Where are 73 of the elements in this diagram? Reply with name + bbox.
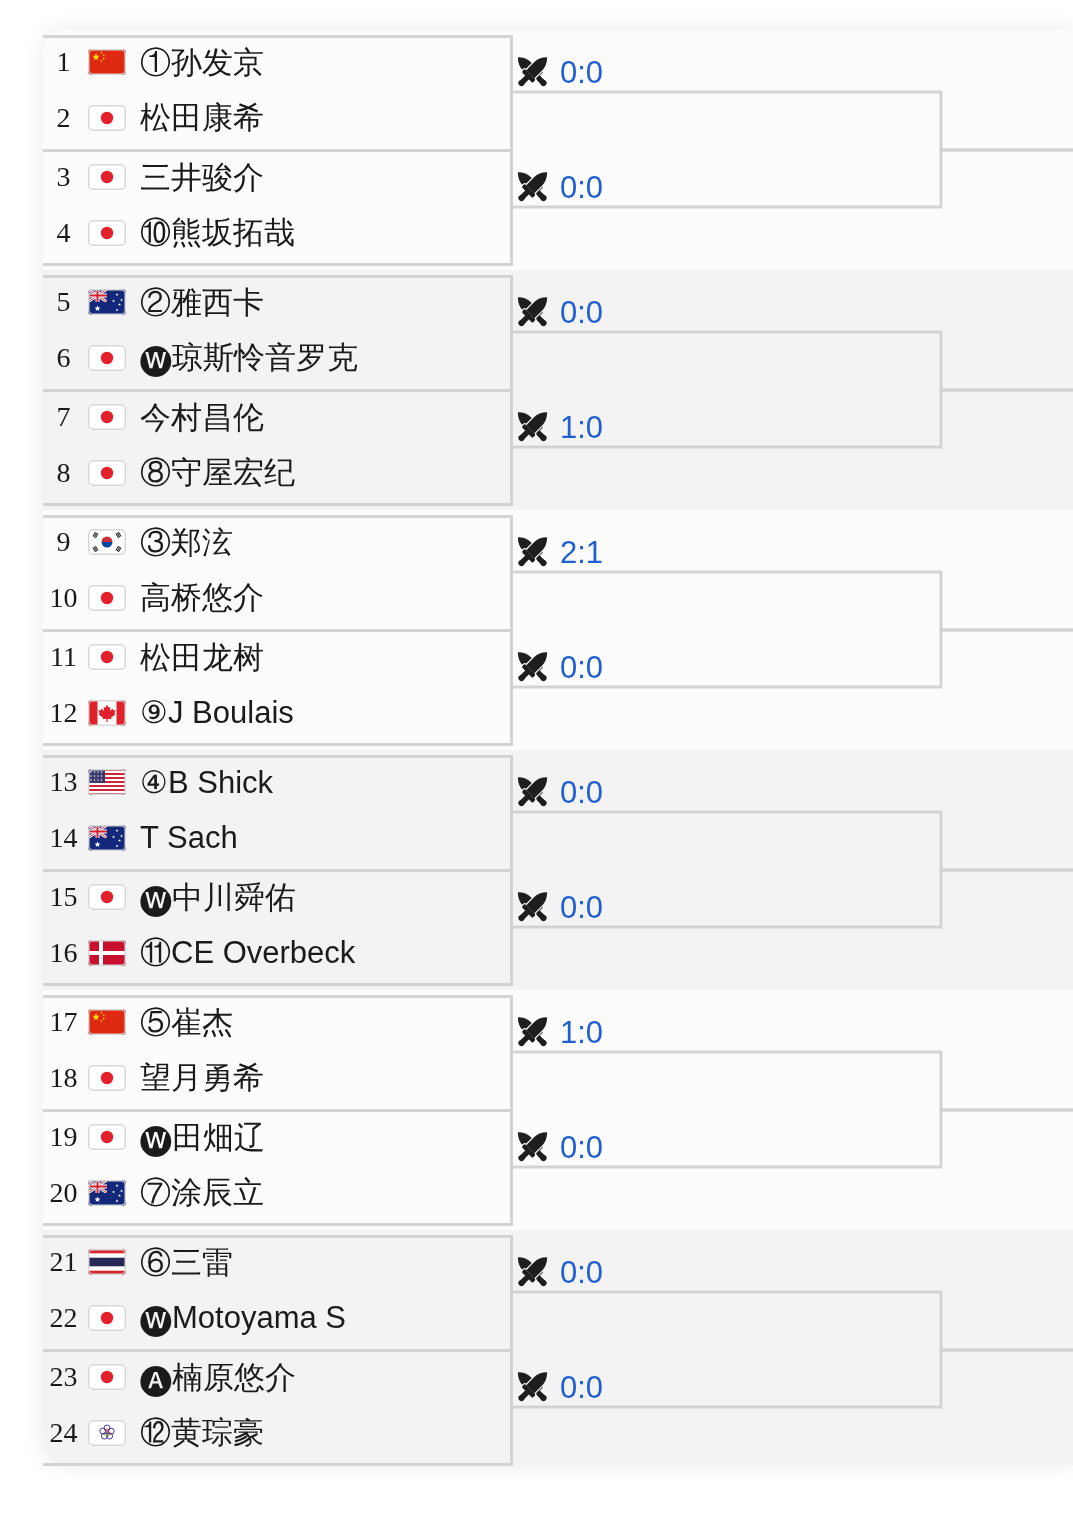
player-name: 松田康希 <box>140 102 264 133</box>
draw-number: 7 <box>55 403 72 431</box>
match-box <box>43 872 513 986</box>
draw-number: 20 <box>48 1178 79 1207</box>
head-to-head-score: 0:0 <box>560 171 604 203</box>
draw-number: 13 <box>48 768 79 796</box>
head-to-head-score: 1:0 <box>560 411 604 443</box>
head-to-head-score: 0:0 <box>560 651 604 683</box>
draw-number: 6 <box>55 343 72 372</box>
draw-number: 23 <box>48 1363 79 1391</box>
head-to-head-score: 1:0 <box>560 1016 604 1048</box>
draw-number: 3 <box>55 163 72 191</box>
match-box <box>43 152 513 266</box>
match-box <box>43 1112 513 1226</box>
bracket-line <box>513 868 1073 929</box>
head-to-head-score: 0:0 <box>560 1131 604 1163</box>
player-name: ⑫黄琮豪 <box>140 1417 264 1448</box>
player-name: ⑤崔杰 <box>140 1006 233 1038</box>
player-name: ⑩熊坂拓哉 <box>140 217 295 248</box>
head-to-head-score: 0:0 <box>560 776 604 808</box>
draw-number: 17 <box>48 1008 79 1036</box>
player-name: ②雅西卡 <box>140 286 264 318</box>
bracket-line <box>513 628 1073 689</box>
match-box <box>43 275 513 392</box>
player-name: T Sach <box>140 822 238 853</box>
player-name: ⑪CE Overbeck <box>140 937 356 968</box>
player-name: 高桥悠介 <box>140 582 264 613</box>
draw-number: 19 <box>48 1123 79 1151</box>
head-to-head-score: 0:0 <box>560 296 604 328</box>
head-to-head-score: 0:0 <box>560 1256 604 1288</box>
draw-number: 12 <box>48 698 79 727</box>
head-to-head-score: 0:0 <box>560 891 604 923</box>
head-to-head-score: 0:0 <box>560 1371 604 1403</box>
draw-number: 18 <box>48 1063 79 1092</box>
player-name: ⑦涂辰立 <box>140 1177 264 1208</box>
match-box <box>43 1235 513 1352</box>
match-box <box>43 515 513 632</box>
bracket-line <box>513 148 1073 209</box>
player-name: 今村昌伦 <box>140 401 264 433</box>
draw-number: 1 <box>55 48 72 76</box>
match-box <box>43 632 513 746</box>
draw-number: 14 <box>48 823 79 852</box>
match-box <box>43 1352 513 1466</box>
draw-number: 15 <box>48 883 79 911</box>
head-to-head-score: 0:0 <box>560 56 604 88</box>
draw-number: 2 <box>55 103 72 132</box>
bracket-line <box>513 388 1073 449</box>
player-name: ⑨J Boulais <box>140 697 294 728</box>
player-name: ⑥三雷 <box>140 1246 233 1278</box>
head-to-head-score: 2:1 <box>560 536 604 568</box>
draw-number: 10 <box>48 583 79 612</box>
player-name: ③郑泫 <box>140 526 233 558</box>
player-name: ⑧守屋宏纪 <box>140 457 295 488</box>
draw-number: 22 <box>48 1303 79 1332</box>
player-name: ①孙发京 <box>140 46 264 78</box>
match-box <box>43 392 513 506</box>
bracket-line <box>513 1108 1073 1169</box>
player-name: 三井骏介 <box>140 161 264 193</box>
draw-number: 4 <box>55 218 72 247</box>
player-name: 松田龙树 <box>140 641 264 673</box>
draw-number: 11 <box>49 643 78 671</box>
draw-number: 24 <box>48 1418 79 1447</box>
draw-number: 8 <box>55 458 72 487</box>
bracket-line <box>513 1348 1073 1409</box>
draw-number: 16 <box>48 938 79 967</box>
match-box <box>43 755 513 872</box>
draw-number: 5 <box>55 288 72 316</box>
player-name: 望月勇希 <box>140 1062 264 1093</box>
draw-number: 9 <box>55 528 72 556</box>
match-box <box>43 35 513 152</box>
match-box <box>43 995 513 1112</box>
player-name: ④B Shick <box>140 766 274 798</box>
draw-number: 21 <box>48 1248 79 1276</box>
